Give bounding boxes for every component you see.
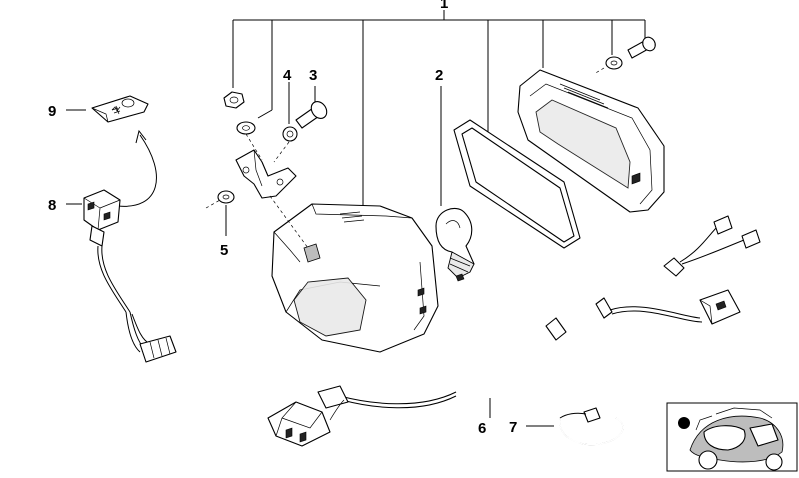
- callout-7-label: 7: [509, 419, 517, 436]
- callout-2-label: 2: [435, 67, 443, 84]
- install-arrow: [117, 134, 157, 207]
- arrow-head: [135, 129, 147, 144]
- lamp-lens: [517, 69, 665, 213]
- connector-harness-part-8: [83, 189, 177, 363]
- vehicle-location-thumbnail: [666, 402, 798, 472]
- washer-part-4: [282, 126, 298, 142]
- callout-9-label: 9: [48, 103, 56, 120]
- washer-top-right: [605, 56, 623, 70]
- washer-left: [236, 121, 256, 135]
- screw-top-right: [627, 36, 656, 59]
- wiring-harness-part-6: [267, 215, 761, 447]
- callout-3-label: 3: [309, 67, 317, 84]
- callout-1-bracket: [232, 10, 646, 205]
- callout-8-label: 8: [48, 197, 56, 214]
- callout-4-label: 4: [283, 67, 292, 84]
- nut: [223, 91, 245, 109]
- callout-6-label: 6: [478, 420, 486, 437]
- gasket: [453, 119, 581, 249]
- callout-1-label: 1: [440, 0, 448, 12]
- bolt-part-3: [295, 101, 328, 129]
- location-marker-dot: [678, 417, 690, 429]
- relay-cover-part-9: [91, 95, 149, 123]
- cable-tie-part-7: [558, 407, 624, 446]
- bulb-part-2: [435, 208, 475, 282]
- callout-5-label: 5: [220, 242, 228, 259]
- washer-part-5: [217, 190, 235, 204]
- mounting-bracket: [235, 149, 297, 199]
- lamp-housing: [271, 203, 439, 353]
